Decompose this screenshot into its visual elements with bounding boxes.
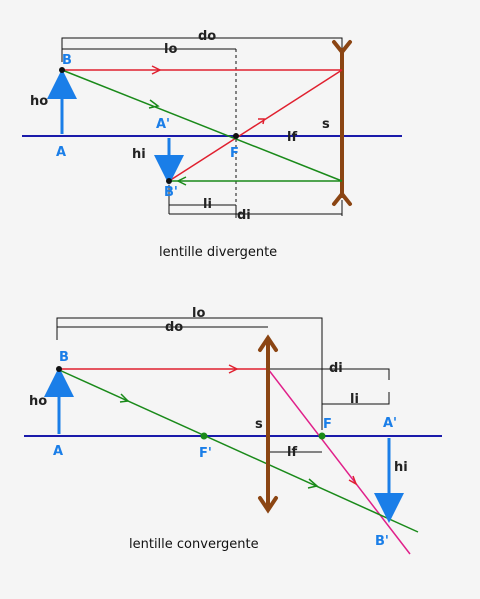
- object-tip-point-2: [56, 366, 62, 372]
- object-tip-point: [59, 67, 65, 73]
- label-ho-2: ho: [29, 394, 47, 409]
- label-hi: hi: [132, 147, 146, 162]
- label-B-prime: B': [164, 185, 178, 200]
- label-di-2: di: [329, 361, 343, 376]
- label-B-2: B: [59, 350, 69, 365]
- focal-point: [233, 133, 239, 139]
- label-li-2: li: [350, 392, 359, 407]
- dimension-lines: [61, 37, 343, 218]
- rays-2: [56, 364, 419, 555]
- label-F-2: F: [323, 417, 332, 432]
- label-lf: lf: [287, 130, 297, 145]
- label-lo-2: lo: [192, 306, 205, 321]
- label-B-prime-2: B': [375, 534, 389, 549]
- label-F-prime: F': [199, 446, 212, 461]
- caption-converging: lentille convergente: [129, 537, 259, 552]
- label-s: s: [322, 117, 330, 132]
- label-lf-2: lf: [287, 445, 297, 460]
- label-di: di: [237, 208, 251, 223]
- label-ho: ho: [30, 94, 48, 109]
- label-hi-2: hi: [394, 460, 408, 475]
- label-lo: lo: [164, 42, 177, 57]
- label-A: A: [56, 145, 66, 160]
- image-tip-point: [166, 178, 172, 184]
- caption-diverging: lentille divergente: [159, 245, 277, 260]
- label-do-2: do: [165, 320, 183, 335]
- label-s-2: s: [255, 417, 263, 432]
- converging-lens-diagram: lo do B ho A di li s F A' F' lf hi B' le…: [24, 306, 442, 555]
- label-li: li: [203, 197, 212, 212]
- diverging-lens: [332, 40, 352, 206]
- label-A-2: A: [53, 444, 63, 459]
- diverging-lens-diagram: do lo B ho A A' hi B' F lf s li di lenti…: [22, 29, 402, 260]
- focal-point-F: [318, 432, 326, 440]
- label-F: F: [230, 146, 239, 161]
- rays: [61, 65, 343, 186]
- label-A-prime: A': [156, 117, 170, 132]
- label-B: B: [62, 53, 72, 68]
- label-do: do: [198, 29, 216, 44]
- label-A-prime-2: A': [383, 416, 397, 431]
- converging-lens: [258, 334, 278, 514]
- focal-point-F-prime: [200, 432, 208, 440]
- dimension-lines-2: [56, 317, 390, 462]
